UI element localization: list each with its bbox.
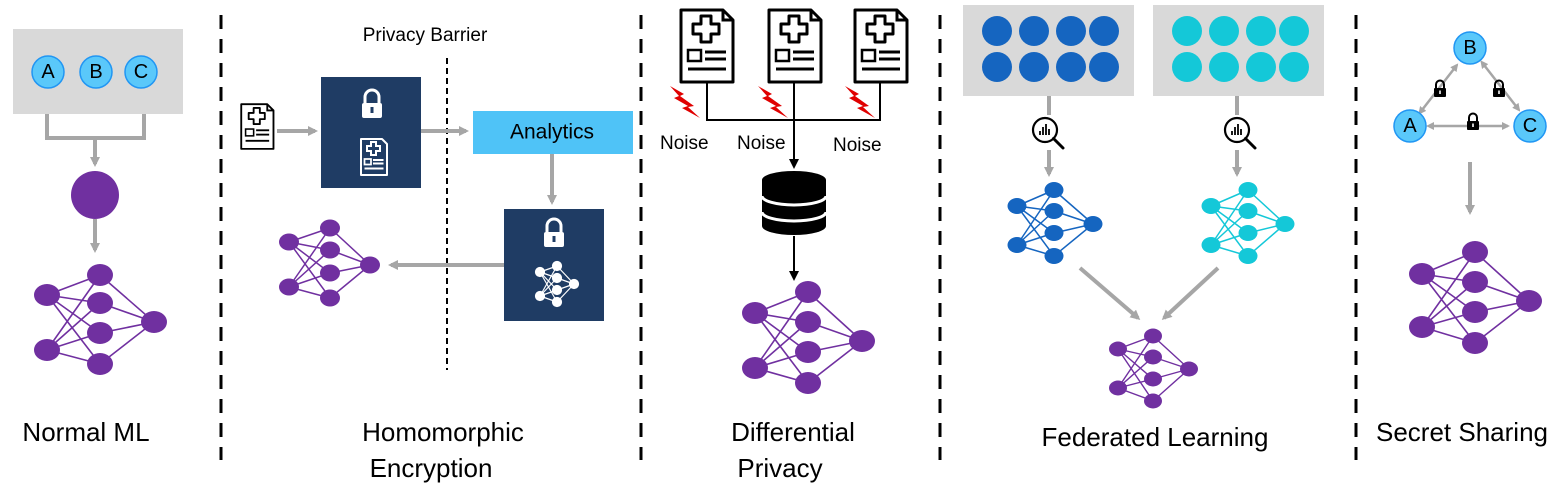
client-2-data-nodes (1172, 16, 1309, 82)
party-c-label: C (1523, 115, 1537, 137)
node-a: A (31, 55, 65, 89)
homomorphic-caption-line1: Homomorphic (362, 417, 524, 447)
global-network-icon (1109, 328, 1198, 409)
neural-network-icon (34, 264, 167, 375)
client-1-data-nodes (982, 16, 1119, 82)
medical-document-icon-1 (679, 8, 735, 84)
share-edge-b-c (1480, 60, 1521, 112)
homomorphic-caption-line2: Encryption (370, 453, 493, 483)
result-network-icon (279, 219, 380, 307)
analytics-box (473, 111, 633, 154)
party-a-label: A (1403, 115, 1417, 137)
database-icon (760, 171, 828, 235)
secret-sharing-caption: Secret Sharing (1376, 417, 1548, 447)
neural-network-icon (1409, 241, 1542, 354)
node-b-label: B (89, 61, 102, 83)
lightning-icon-2 (758, 86, 788, 118)
medical-document-icon-2 (767, 8, 823, 84)
node-c-label: C (134, 61, 148, 83)
noise-label-1: Noise (660, 133, 709, 154)
neural-network-icon (742, 281, 875, 394)
aggregate-node (71, 171, 119, 219)
differential-caption-line2: Privacy (737, 453, 822, 483)
analytics-label: Analytics (510, 121, 594, 144)
encrypted-data-box (321, 77, 421, 188)
merge-connector (45, 114, 146, 140)
party-a: A (1393, 109, 1427, 143)
party-b-label: B (1463, 37, 1476, 59)
node-b: B (79, 55, 113, 89)
encrypted-network-icon (534, 260, 580, 308)
arrow-client-2-to-global (1161, 266, 1220, 321)
differential-caption-line1: Differential (731, 417, 855, 447)
homomorphic-section: Privacy Barrier Analytics (240, 25, 633, 483)
share-edge-a-b (1418, 63, 1459, 115)
medical-document-icon-3 (853, 8, 909, 84)
client-1-network-icon (1007, 182, 1103, 264)
normal-ml-section: A B C Normal ML (13, 29, 183, 447)
noise-connector (706, 82, 881, 121)
noise-label-2: Noise (737, 133, 786, 154)
lightning-icon-3 (845, 86, 875, 118)
node-a-label: A (41, 61, 55, 83)
encrypted-document-icon (360, 138, 388, 176)
share-lock-icon-ac (1466, 112, 1480, 131)
privacy-barrier-label: Privacy Barrier (363, 25, 488, 46)
federated-section: Federated Learning (963, 5, 1324, 452)
noise-label-3: Noise (833, 135, 882, 156)
arrow-client-1-to-global (1078, 266, 1141, 320)
federated-caption: Federated Learning (1042, 422, 1269, 452)
node-c: C (124, 55, 158, 89)
medical-document-icon (240, 103, 275, 150)
differential-section: Noise Noise Noise Differential Privacy (660, 8, 909, 483)
normal-ml-caption: Normal ML (22, 417, 149, 447)
magnifier-chart-icon-1 (1031, 116, 1065, 150)
magnifier-chart-icon-2 (1223, 116, 1257, 150)
party-c: C (1513, 109, 1547, 143)
party-b: B (1453, 31, 1487, 65)
client-2-network-icon (1201, 182, 1295, 264)
share-lock-icon-ab (1433, 79, 1447, 98)
section-separators (219, 15, 1358, 460)
lightning-icon-1 (670, 86, 700, 118)
secret-sharing-section: B A C Secret Sharing (1376, 31, 1548, 447)
